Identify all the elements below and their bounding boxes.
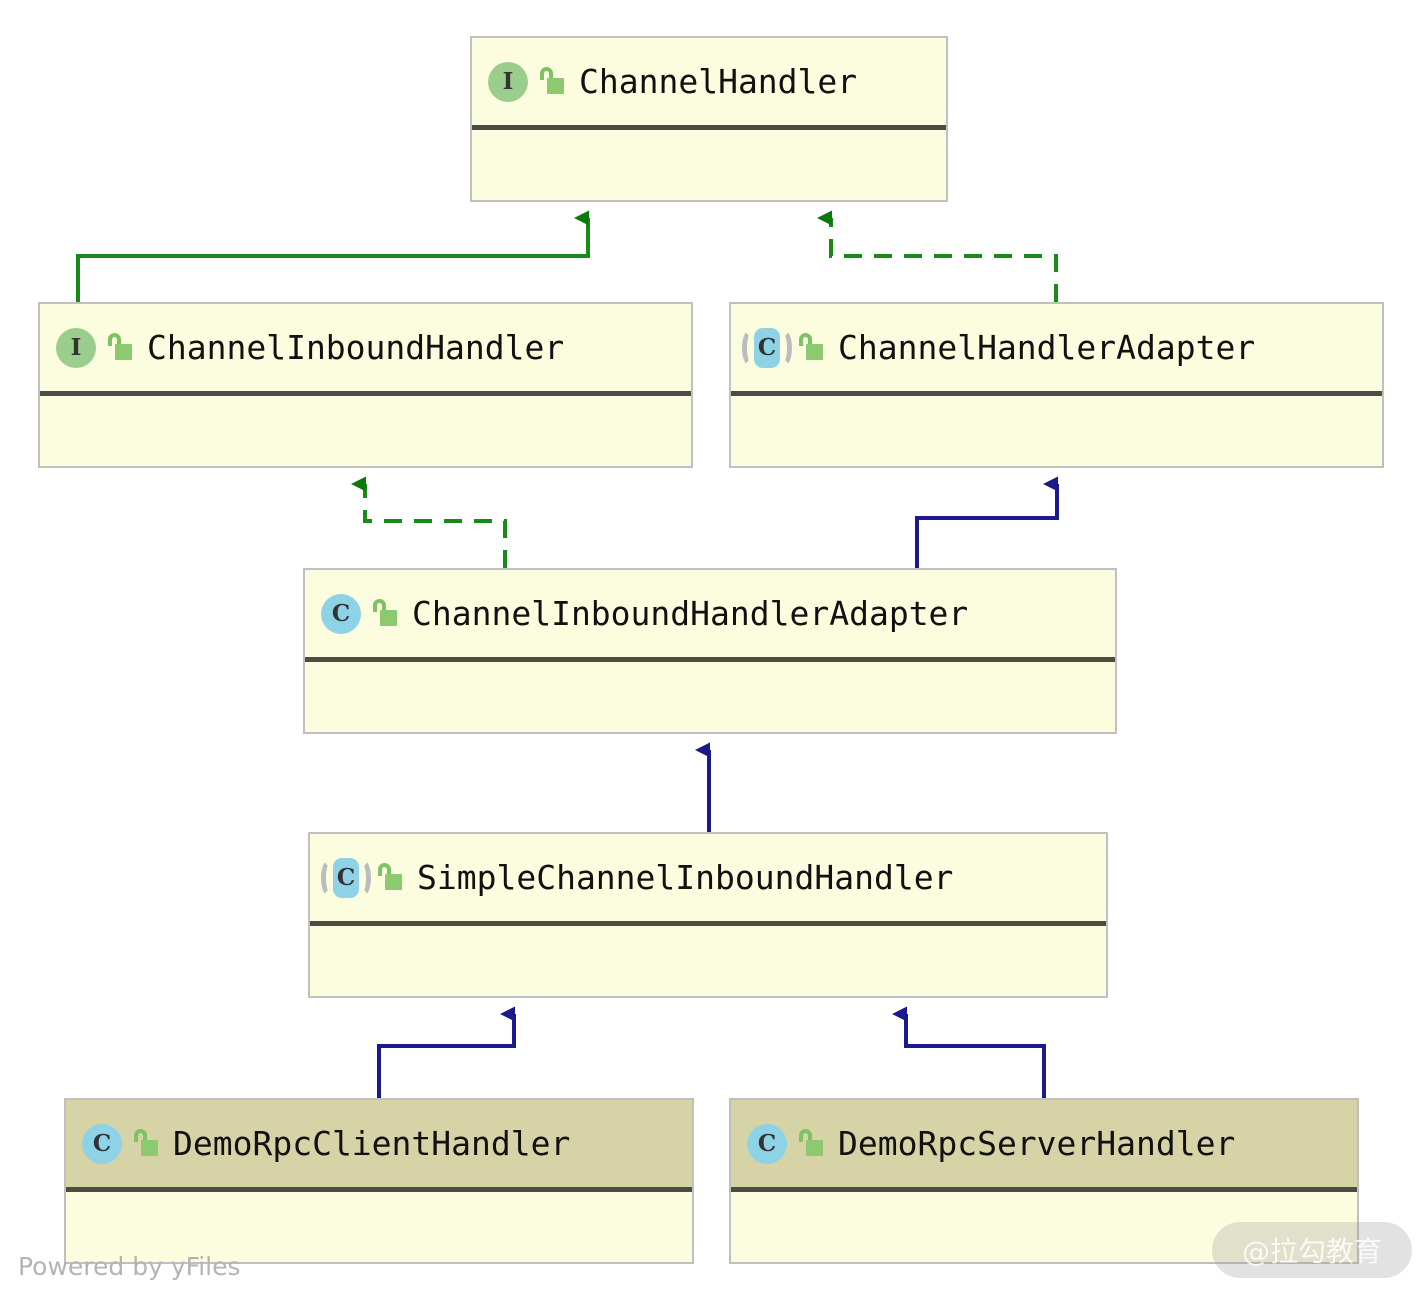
uml-class-demo-rpc-client-handler[interactable]: C DemoRpcClientHandler — [64, 1098, 694, 1264]
uml-class-channel-inbound-handler[interactable]: I ChannelInboundHandler — [38, 302, 693, 468]
uml-class-members — [66, 1192, 692, 1262]
unlocked-public-icon — [107, 332, 133, 363]
class-icon-letter: C — [82, 1123, 122, 1164]
abstract-class-icon: C — [742, 326, 792, 370]
edge-demo-rpc-server-handler-to-simple-channel-inbound-handler — [892, 1006, 1046, 1098]
uml-class-members — [731, 396, 1382, 466]
uml-class-channel-inbound-handler-adapter[interactable]: C ChannelInboundHandlerAdapter — [303, 568, 1117, 734]
unlocked-public-icon — [377, 862, 403, 893]
uml-class-name: DemoRpcServerHandler — [838, 1124, 1236, 1163]
uml-class-name: ChannelHandlerAdapter — [838, 328, 1256, 367]
interface-icon: I — [54, 326, 98, 370]
edge-demo-rpc-client-handler-to-simple-channel-inbound-handler — [377, 1006, 516, 1098]
edge-channel-inbound-handler-adapter-to-channel-handler-adapter — [915, 476, 1059, 568]
uml-class-members — [472, 130, 946, 200]
class-icon: C — [80, 1122, 124, 1166]
uml-class-header: I ChannelHandler — [472, 38, 946, 130]
watermark-badge: @拉勾教育 — [1212, 1222, 1412, 1278]
abstract-paren-right-icon — [775, 328, 792, 367]
uml-class-name: DemoRpcClientHandler — [173, 1124, 571, 1163]
yfiles-credit-label: Powered by yFiles — [18, 1252, 241, 1281]
interface-icon-letter: I — [488, 61, 528, 102]
uml-class-header: I ChannelInboundHandler — [40, 304, 691, 396]
uml-class-name: SimpleChannelInboundHandler — [417, 858, 954, 897]
uml-class-channel-handler-adapter[interactable]: C ChannelHandlerAdapter — [729, 302, 1384, 468]
uml-class-members — [305, 662, 1115, 732]
class-icon-letter: C — [321, 593, 361, 634]
abstract-class-icon: C — [321, 856, 371, 900]
uml-class-name: ChannelHandler — [579, 62, 858, 101]
watermark-text: @拉勾教育 — [1241, 1235, 1382, 1268]
uml-class-demo-rpc-server-handler[interactable]: C DemoRpcServerHandler — [729, 1098, 1359, 1264]
unlocked-public-icon — [133, 1128, 159, 1159]
unlocked-public-icon — [372, 598, 398, 629]
edge-channel-inbound-handler-adapter-to-channel-inbound-handler — [351, 476, 507, 568]
interface-icon: I — [486, 60, 530, 104]
uml-class-header: C SimpleChannelInboundHandler — [310, 834, 1106, 926]
uml-class-header: C DemoRpcClientHandler — [66, 1100, 692, 1192]
uml-class-members — [310, 926, 1106, 996]
class-icon: C — [745, 1122, 789, 1166]
uml-class-name: ChannelInboundHandler — [147, 328, 565, 367]
abstract-paren-right-icon — [354, 858, 371, 897]
abstract-paren-left-icon — [742, 328, 759, 367]
uml-class-channel-handler[interactable]: I ChannelHandler — [470, 36, 948, 202]
uml-class-header: C ChannelHandlerAdapter — [731, 304, 1382, 396]
unlocked-public-icon — [798, 1128, 824, 1159]
uml-class-header: C ChannelInboundHandlerAdapter — [305, 570, 1115, 662]
interface-icon-letter: I — [56, 327, 96, 368]
unlocked-public-icon — [798, 332, 824, 363]
uml-class-simple-channel-inbound-handler[interactable]: C SimpleChannelInboundHandler — [308, 832, 1108, 998]
unlocked-public-icon — [539, 66, 565, 97]
uml-class-name: ChannelInboundHandlerAdapter — [412, 594, 969, 633]
class-icon-letter: C — [747, 1123, 787, 1164]
uml-class-members — [40, 396, 691, 466]
edge-channel-inbound-handler-to-channel-handler — [76, 210, 590, 302]
abstract-paren-left-icon — [321, 858, 338, 897]
class-icon: C — [319, 592, 363, 636]
uml-class-header: C DemoRpcServerHandler — [731, 1100, 1357, 1192]
uml-class-members — [731, 1192, 1357, 1262]
edge-channel-handler-adapter-to-channel-handler — [817, 210, 1058, 302]
